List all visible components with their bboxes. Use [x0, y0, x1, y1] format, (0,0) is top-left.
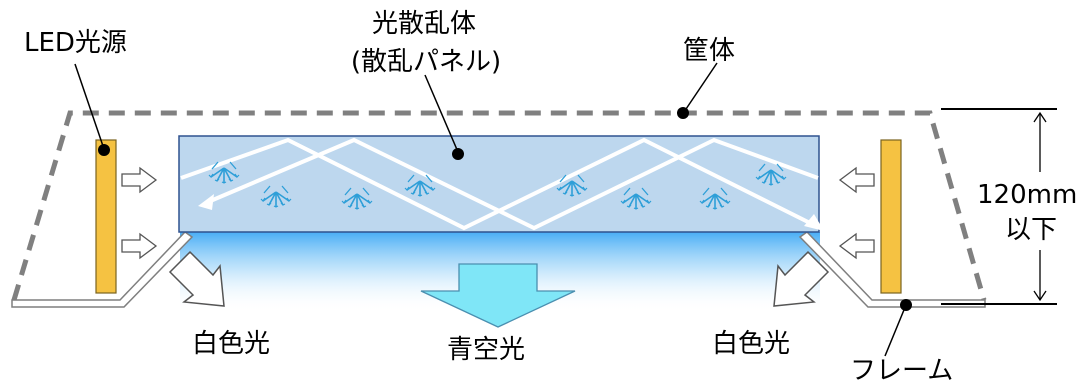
leader-dot-led [98, 144, 110, 156]
led-source-label: LED光源 [24, 28, 127, 58]
light-path-right-arrowhead [804, 214, 824, 231]
dimension-arrowhead-down [1033, 290, 1047, 302]
white-light-arrow-right [773, 250, 830, 307]
leader-line-housing [683, 62, 718, 113]
led-bar-left [95, 139, 117, 294]
leader-line-frame [884, 304, 907, 357]
blue-sky-light-arrow [420, 263, 576, 328]
light-path-left-arrowhead [198, 194, 214, 210]
scatter-panel [178, 135, 820, 233]
light-path-left [207, 137, 819, 231]
white-light-left-label: 白色光 [192, 329, 271, 359]
frame-label: フレーム [850, 356, 954, 386]
led-bar-right [880, 139, 902, 294]
leader-dot-housing [677, 107, 689, 119]
led-emission-arrow [839, 233, 875, 259]
height-qualifier-label: 以下 [1005, 215, 1058, 245]
leader-line-led [74, 63, 105, 150]
scatter-panel-label: (散乱パネル) [350, 47, 502, 77]
housing-label: 筐体 [683, 36, 736, 66]
led-emission-arrow [121, 167, 157, 193]
white-light-arrow-left [168, 250, 225, 307]
scatter-body-label: 光散乱体 [371, 9, 476, 39]
led-emission-arrow [121, 233, 157, 259]
height-value-label: 120mm [977, 180, 1078, 210]
led-emission-arrow [839, 167, 875, 193]
blue-sky-light-label: 青空光 [447, 335, 526, 365]
housing-outline [11, 110, 987, 301]
frame-left [11, 231, 194, 308]
light-path-right [180, 137, 821, 231]
leader-line-panel [424, 74, 459, 153]
frame-right [798, 231, 986, 308]
dimension-arrowhead-up [1033, 111, 1047, 123]
leader-dot-frame [900, 299, 912, 311]
white-light-right-label: 白色光 [712, 329, 791, 359]
leader-dot-panel [452, 148, 464, 160]
